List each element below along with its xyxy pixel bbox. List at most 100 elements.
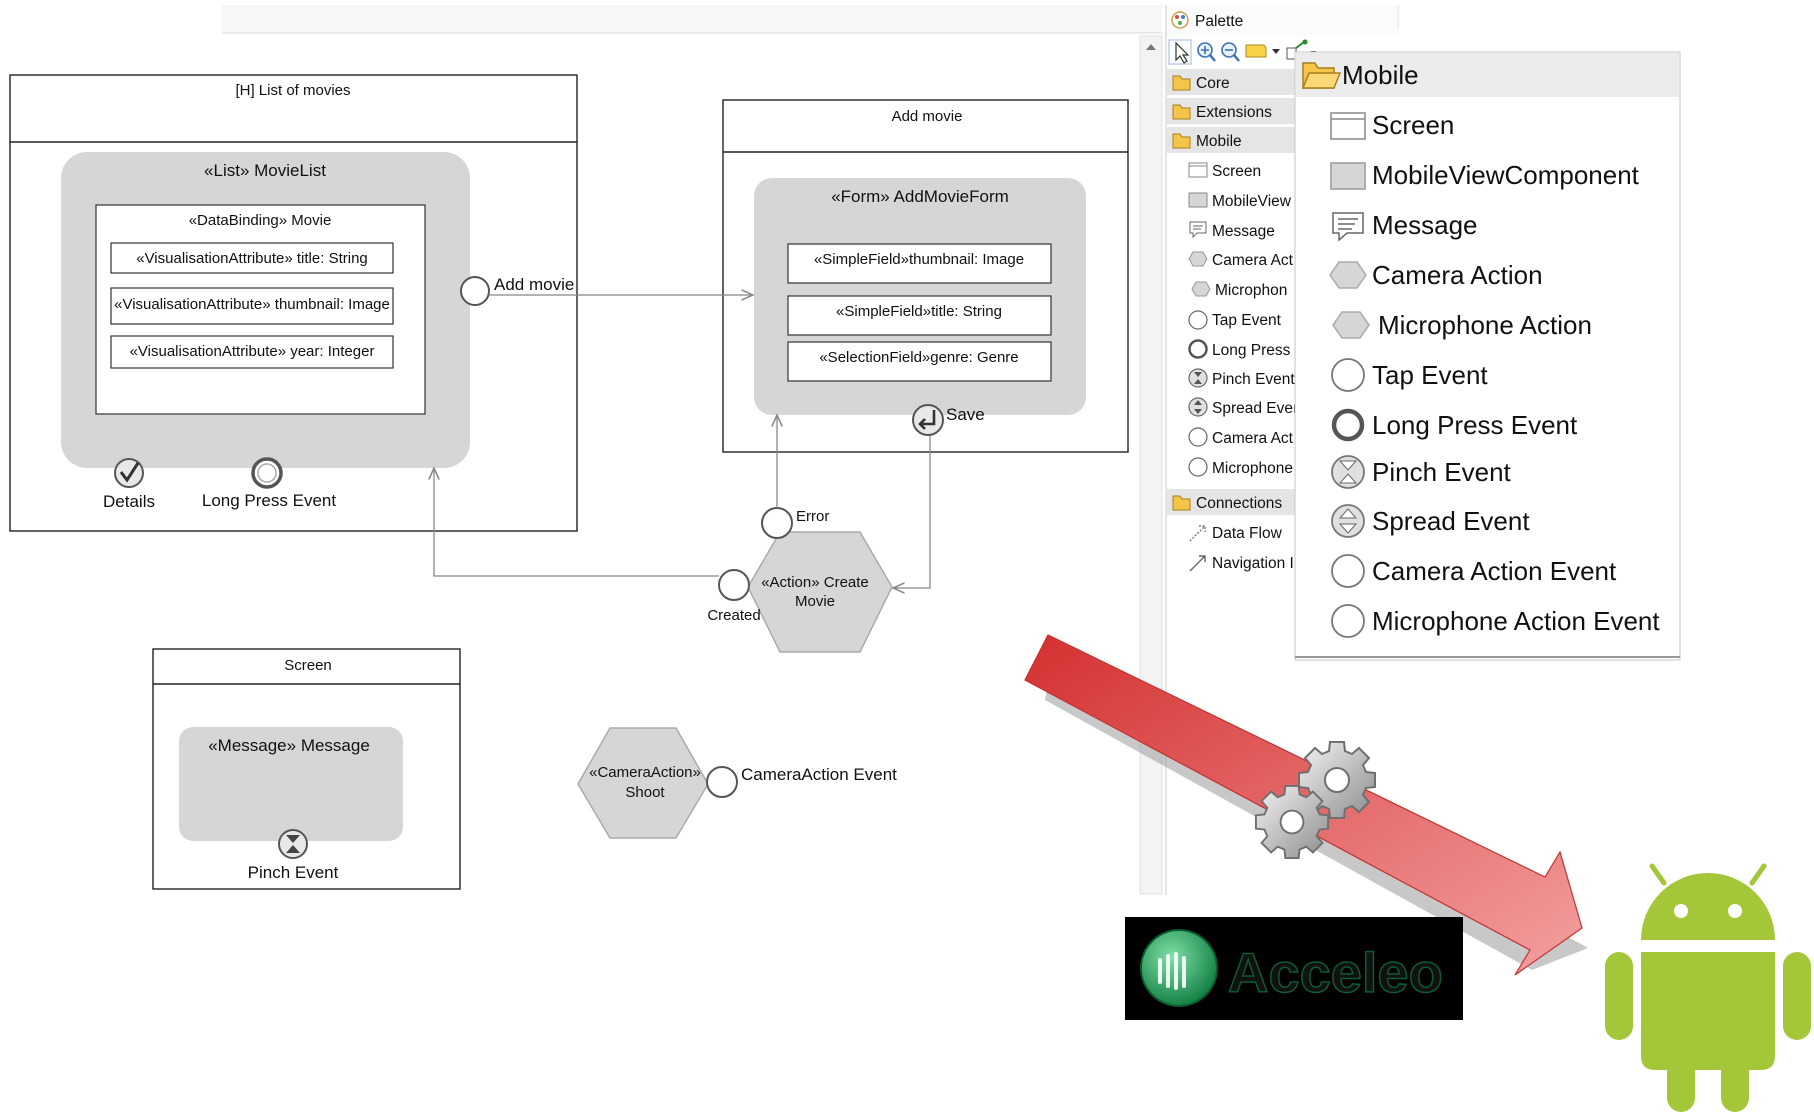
mobile-zoom-panel[interactable]: Mobile Screen MobileViewComponent Messag… — [1294, 51, 1681, 661]
zoom-panel-header[interactable]: Mobile — [1301, 60, 1419, 90]
note-icon[interactable] — [1245, 44, 1267, 58]
palette-item-microphone-action[interactable]: Microphon — [1191, 281, 1287, 299]
palette-item-label: Navigation I — [1212, 555, 1294, 572]
attribute-box[interactable] — [110, 287, 394, 325]
arrow-icon — [1189, 525, 1206, 542]
attribute-label: «VisualisationAttribute» year: Integer — [130, 343, 375, 360]
palette-item-pinch[interactable]: Pinch Event — [1188, 368, 1295, 388]
editor-toolbar-strip — [222, 5, 1162, 33]
arrow-icon — [1189, 555, 1206, 572]
zoom-item-label: Spread Event — [1372, 506, 1530, 536]
movie-list-component[interactable]: «List» MovieList «DataBinding» Movie «Vi… — [61, 152, 470, 468]
view-component-icon — [1188, 192, 1208, 208]
camera-action-event[interactable]: CameraAction Event — [706, 765, 897, 798]
attribute-box[interactable] — [110, 242, 394, 274]
message-screen[interactable]: Screen «Message» Message Pinch Event — [152, 648, 461, 890]
zoom-panel-title: Mobile — [1342, 60, 1419, 90]
select-tool-highlight — [1168, 39, 1192, 65]
palette-group-label: Core — [1196, 75, 1230, 92]
zoom-item-pinch-event[interactable]: Pinch Event — [1331, 455, 1512, 489]
form-field-box[interactable] — [787, 341, 1052, 382]
thick-circle-icon[interactable] — [251, 457, 283, 489]
palette-item-label: Spread Even — [1212, 400, 1302, 417]
movie-list-label: «List» MovieList — [204, 161, 326, 180]
add-movie-event[interactable]: Add movie — [460, 275, 574, 306]
folder-icon — [1172, 133, 1191, 149]
palette-item-spread[interactable]: Spread Even — [1188, 397, 1302, 417]
zoom-item-microphone-action-event[interactable]: Microphone Action Event — [1331, 604, 1660, 638]
circle-icon — [1188, 310, 1208, 330]
form-field-box[interactable] — [787, 243, 1052, 284]
form-field-box[interactable] — [787, 295, 1052, 336]
message-component[interactable]: «Message» Message — [179, 727, 403, 841]
navigation-connector[interactable] — [893, 436, 931, 588]
zoom-item-label: Microphone Action Event — [1372, 606, 1660, 636]
attribute-box[interactable] — [110, 335, 394, 369]
zoom-in-icon[interactable] — [1197, 42, 1216, 62]
zoom-item-label: MobileViewComponent — [1372, 160, 1640, 190]
add-movie-form-label: «Form» AddMovieForm — [831, 187, 1009, 206]
zoom-item-label: Screen — [1372, 110, 1454, 140]
palette-item-label: Camera Act — [1212, 252, 1294, 269]
palette-item-tap-event[interactable]: Tap Event — [1188, 310, 1282, 330]
zoom-item-microphone-action[interactable]: Microphone Action — [1332, 310, 1592, 340]
dropdown-icon[interactable] — [1272, 49, 1280, 54]
zoom-item-tap-event[interactable]: Tap Event — [1331, 358, 1488, 392]
camera-action-shoot[interactable]: «CameraAction» Shoot CameraAction Event — [577, 727, 897, 839]
created-event[interactable]: Created — [707, 569, 761, 624]
hexagon-icon — [1332, 311, 1370, 339]
message-screen-title: Screen — [284, 657, 332, 674]
form-field-label: «SimpleField»title: String — [836, 303, 1002, 320]
details-event[interactable]: Details — [103, 458, 155, 511]
check-circle-icon[interactable] — [114, 458, 144, 488]
enter-arrow-icon[interactable] — [912, 404, 944, 436]
navigation-connector[interactable] — [434, 468, 719, 577]
zoom-item-camera-action[interactable]: Camera Action — [1329, 260, 1543, 290]
add-movie-event-label: Add movie — [494, 275, 574, 294]
add-movie-form[interactable]: «Form» AddMovieForm «SimpleField»thumbna… — [754, 178, 1086, 415]
long-press-event[interactable]: Long Press Event — [202, 457, 336, 510]
scroll-up-icon[interactable] — [1146, 44, 1156, 50]
zoom-out-icon[interactable] — [1221, 42, 1240, 62]
circle-icon[interactable] — [718, 569, 750, 601]
hexagon-icon — [1329, 261, 1367, 289]
palette-item-microphone-action-event[interactable]: Microphone — [1188, 457, 1293, 477]
pinch-icon[interactable] — [278, 829, 308, 859]
error-event[interactable]: Error — [761, 507, 829, 539]
palette-item-navigation[interactable]: Navigation I — [1189, 555, 1294, 572]
folder-icon — [1172, 104, 1191, 120]
created-event-label: Created — [707, 607, 760, 624]
zoom-item-label: Tap Event — [1372, 360, 1488, 390]
palette-item-data-flow[interactable]: Data Flow — [1189, 525, 1283, 542]
palette-item-camera-action[interactable]: Camera Act — [1188, 251, 1294, 269]
pinch-event[interactable]: Pinch Event — [248, 829, 339, 882]
circle-icon[interactable] — [706, 766, 738, 798]
thick-circle-icon — [1188, 339, 1208, 359]
select-icon[interactable] — [1175, 41, 1190, 64]
editor-scrollbar[interactable] — [1139, 35, 1163, 895]
list-screen-title: [H] List of movies — [235, 82, 350, 99]
palette-item-label: Tap Event — [1212, 312, 1282, 329]
create-movie-action[interactable]: «Action» Create Movie Error Created — [707, 507, 893, 653]
view-component-icon — [1330, 162, 1366, 190]
palette-item-message[interactable]: Message — [1189, 221, 1275, 240]
palette-item-long-press[interactable]: Long Press I — [1188, 339, 1300, 360]
circle-icon[interactable] — [761, 507, 793, 539]
zoom-item-label: Long Press Event — [1372, 410, 1578, 440]
add-movie-screen[interactable]: Add movie «Form» AddMovieForm «SimpleFie… — [722, 99, 1129, 453]
palette-item-mobileview[interactable]: MobileView — [1188, 192, 1292, 210]
circle-icon[interactable] — [460, 276, 490, 306]
circle-icon — [1331, 604, 1365, 638]
zoom-item-long-press-event[interactable]: Long Press Event — [1331, 408, 1578, 442]
zoom-item-camera-action-event[interactable]: Camera Action Event — [1331, 554, 1617, 588]
save-event[interactable]: Save — [912, 404, 985, 436]
list-screen[interactable]: [H] List of movies «List» MovieList «Dat… — [9, 74, 578, 532]
palette-item-camera-action-event[interactable]: Camera Act — [1188, 427, 1294, 447]
zoom-item-mobileviewcomponent[interactable]: MobileViewComponent — [1330, 160, 1640, 190]
android-logo — [1605, 863, 1811, 1112]
zoom-item-screen[interactable]: Screen — [1330, 110, 1454, 140]
palette-item-screen[interactable]: Screen — [1188, 162, 1261, 180]
zoom-item-message[interactable]: Message — [1332, 210, 1478, 242]
zoom-item-spread-event[interactable]: Spread Event — [1331, 504, 1530, 538]
